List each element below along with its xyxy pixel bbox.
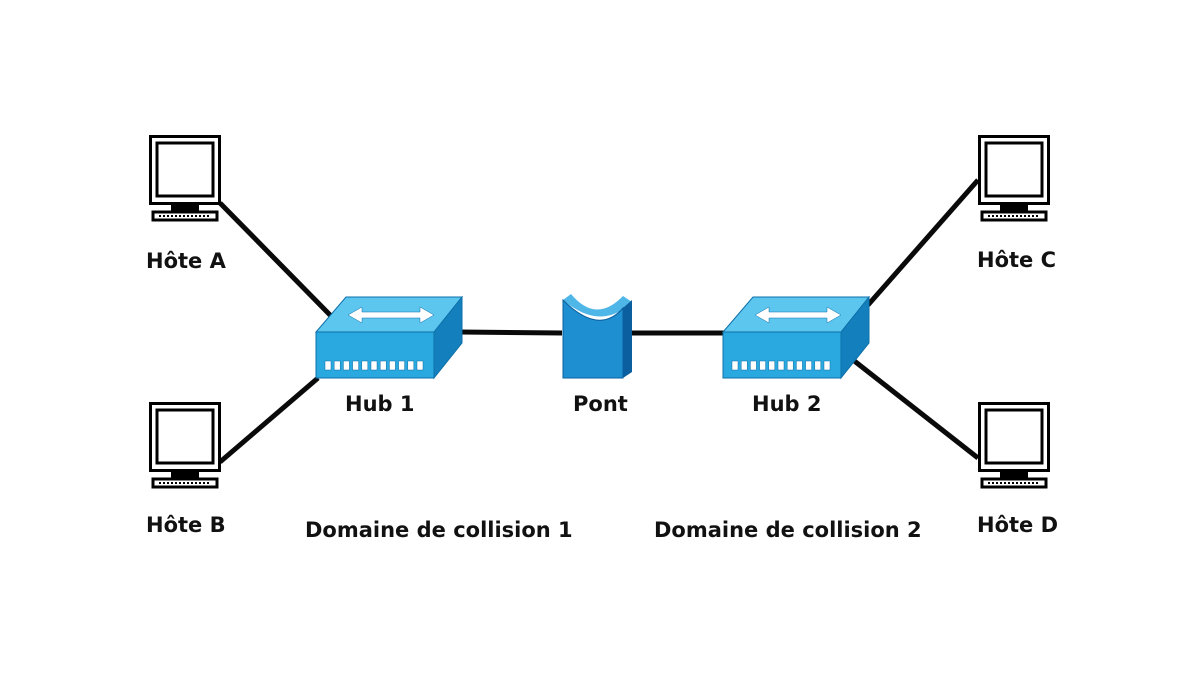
host-c-label: Hôte C <box>977 248 1057 272</box>
link-host_a-hub1 <box>218 201 335 320</box>
host-d-computer-icon <box>978 402 1050 489</box>
bridge-icon <box>562 294 632 379</box>
host-b-computer-icon <box>149 402 221 489</box>
links-layer <box>218 178 980 464</box>
host-d-label: Hôte D <box>977 513 1059 537</box>
host-b-label: Hôte B <box>146 513 226 537</box>
host-a-computer-icon <box>149 135 221 222</box>
hub2-label: Hub 2 <box>752 392 822 416</box>
hub1-label: Hub 1 <box>345 392 415 416</box>
collision-domain-2-label: Domaine de collision 2 <box>654 518 922 542</box>
link-hub2-host_c <box>866 178 980 307</box>
nodes-layer <box>149 135 1050 489</box>
hub-2-hub-icon <box>721 295 871 380</box>
link-hub1-bridge <box>459 329 563 336</box>
hub-1-hub-icon <box>314 295 464 380</box>
link-host_b-hub1 <box>218 376 320 464</box>
host-a-label: Hôte A <box>146 249 226 273</box>
link-hub2-host_d <box>846 354 980 460</box>
bridge-label: Pont <box>573 392 628 416</box>
host-c-computer-icon <box>978 135 1050 222</box>
collision-domain-1-label: Domaine de collision 1 <box>305 518 573 542</box>
